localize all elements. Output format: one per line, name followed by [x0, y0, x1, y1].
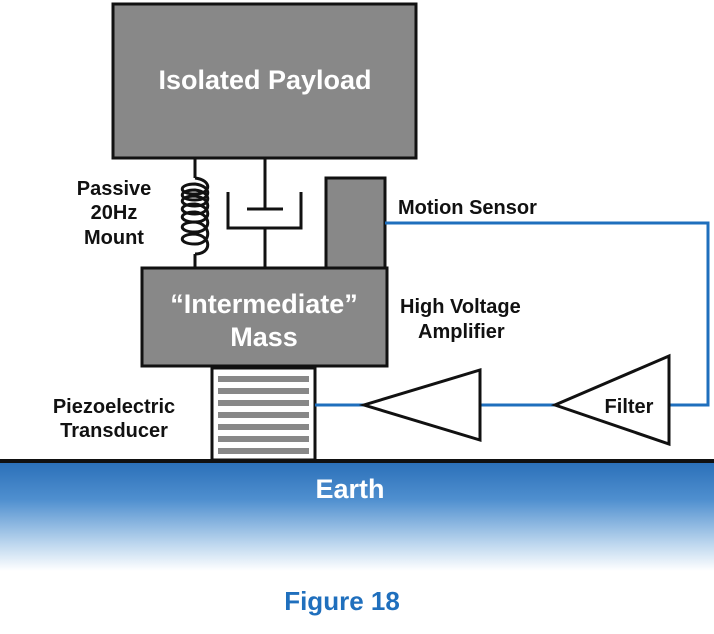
amplifier-label-line1: High Voltage [400, 296, 521, 318]
filter-label: Filter [605, 396, 654, 418]
earth-ground [0, 461, 714, 571]
earth-label: Earth [315, 474, 384, 504]
transducer-label-line1: Piezoelectric [53, 396, 175, 418]
damper-icon [226, 158, 303, 268]
intermediate-mass-box [140, 266, 389, 368]
isolated-payload-box [111, 2, 418, 160]
isolated-payload-label: Isolated Payload [158, 65, 371, 95]
signal-loop [315, 221, 710, 407]
transducer-label-line2: Transducer [60, 420, 168, 442]
motion-sensor-box [324, 176, 387, 271]
piezo-transducer-stack [210, 366, 317, 462]
mount-label-line3: Mount [84, 227, 144, 249]
figure-caption: Figure 18 [284, 586, 400, 616]
mount-label-line2: 20Hz [91, 202, 138, 224]
mount-label-line1: Passive [77, 178, 152, 200]
spring-icon [180, 158, 210, 268]
intermediate-mass-label-line1: “Intermediate” [170, 289, 358, 319]
filter-triangle [550, 353, 671, 447]
intermediate-mass-label-line2: Mass [230, 322, 298, 352]
amplifier-triangle [358, 367, 482, 443]
motion-sensor-label: Motion Sensor [398, 197, 537, 219]
amplifier-label-line2: Amplifier [418, 321, 505, 343]
